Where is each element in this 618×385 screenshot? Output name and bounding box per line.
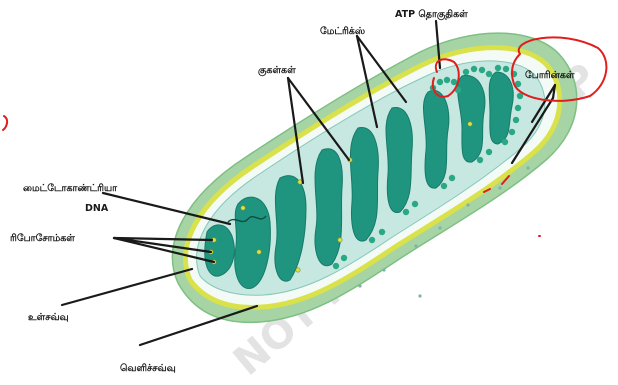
- crista-fold: [386, 108, 412, 213]
- atp-particle: [513, 117, 519, 123]
- porin-dot: [382, 268, 385, 271]
- porin-dot: [414, 244, 417, 247]
- atp-particle: [509, 129, 515, 135]
- porin-dot: [358, 284, 361, 287]
- atp-particle: [437, 79, 443, 85]
- leader-line-inner-membrane: [62, 269, 192, 305]
- atp-particle: [369, 237, 375, 243]
- crista-fold: [315, 149, 342, 266]
- label-porins: போரின்கள்: [525, 69, 576, 81]
- porin-dot: [418, 294, 421, 297]
- label-matrix: மேட்ரிக்ஸ்: [320, 25, 366, 37]
- atp-particle: [463, 69, 469, 75]
- ribosome-dot: [296, 268, 300, 272]
- atp-particle: [379, 229, 385, 235]
- atp-particle: [503, 66, 509, 72]
- atp-particle: [403, 209, 409, 215]
- pen-mark-left: [3, 116, 7, 130]
- porin-dot: [526, 166, 529, 169]
- label-inner-membrane: உள்சவ்வு: [28, 312, 69, 323]
- porin-dot: [438, 226, 441, 229]
- label-atp: ATP தொகுதிகள்: [395, 8, 469, 21]
- atp-particle: [471, 66, 477, 72]
- label-mtdna-line1: மைட்டோகாண்ட்ரியா: [23, 182, 118, 194]
- label-ribosomes: ரிபோசோம்கள்: [10, 232, 76, 244]
- atp-particle: [486, 149, 492, 155]
- ribosome-dot: [241, 206, 245, 210]
- ribosome-dot: [338, 238, 342, 242]
- label-mtdna-line2: DNA: [85, 203, 109, 214]
- crista-fold: [423, 90, 448, 188]
- atp-particle: [444, 77, 450, 83]
- crista-fold: [350, 128, 378, 242]
- atp-particle: [412, 201, 418, 207]
- ribosome-dot: [468, 122, 472, 126]
- porin-dot: [498, 186, 501, 189]
- atp-particle: [495, 65, 501, 71]
- ribosome-dot: [257, 250, 261, 254]
- atp-particle: [449, 175, 455, 181]
- label-cristae: குகள்கள்: [258, 65, 297, 77]
- porin-dot: [466, 203, 469, 206]
- atp-particle: [479, 67, 485, 73]
- atp-particle: [486, 71, 492, 77]
- atp-particle: [502, 139, 508, 145]
- atp-particle: [333, 263, 339, 269]
- atp-particle: [341, 255, 347, 261]
- atp-particle: [441, 183, 447, 189]
- atp-particle: [515, 105, 521, 111]
- atp-particle: [477, 157, 483, 163]
- label-outer-membrane: வெளிச்சவ்வு: [120, 362, 176, 374]
